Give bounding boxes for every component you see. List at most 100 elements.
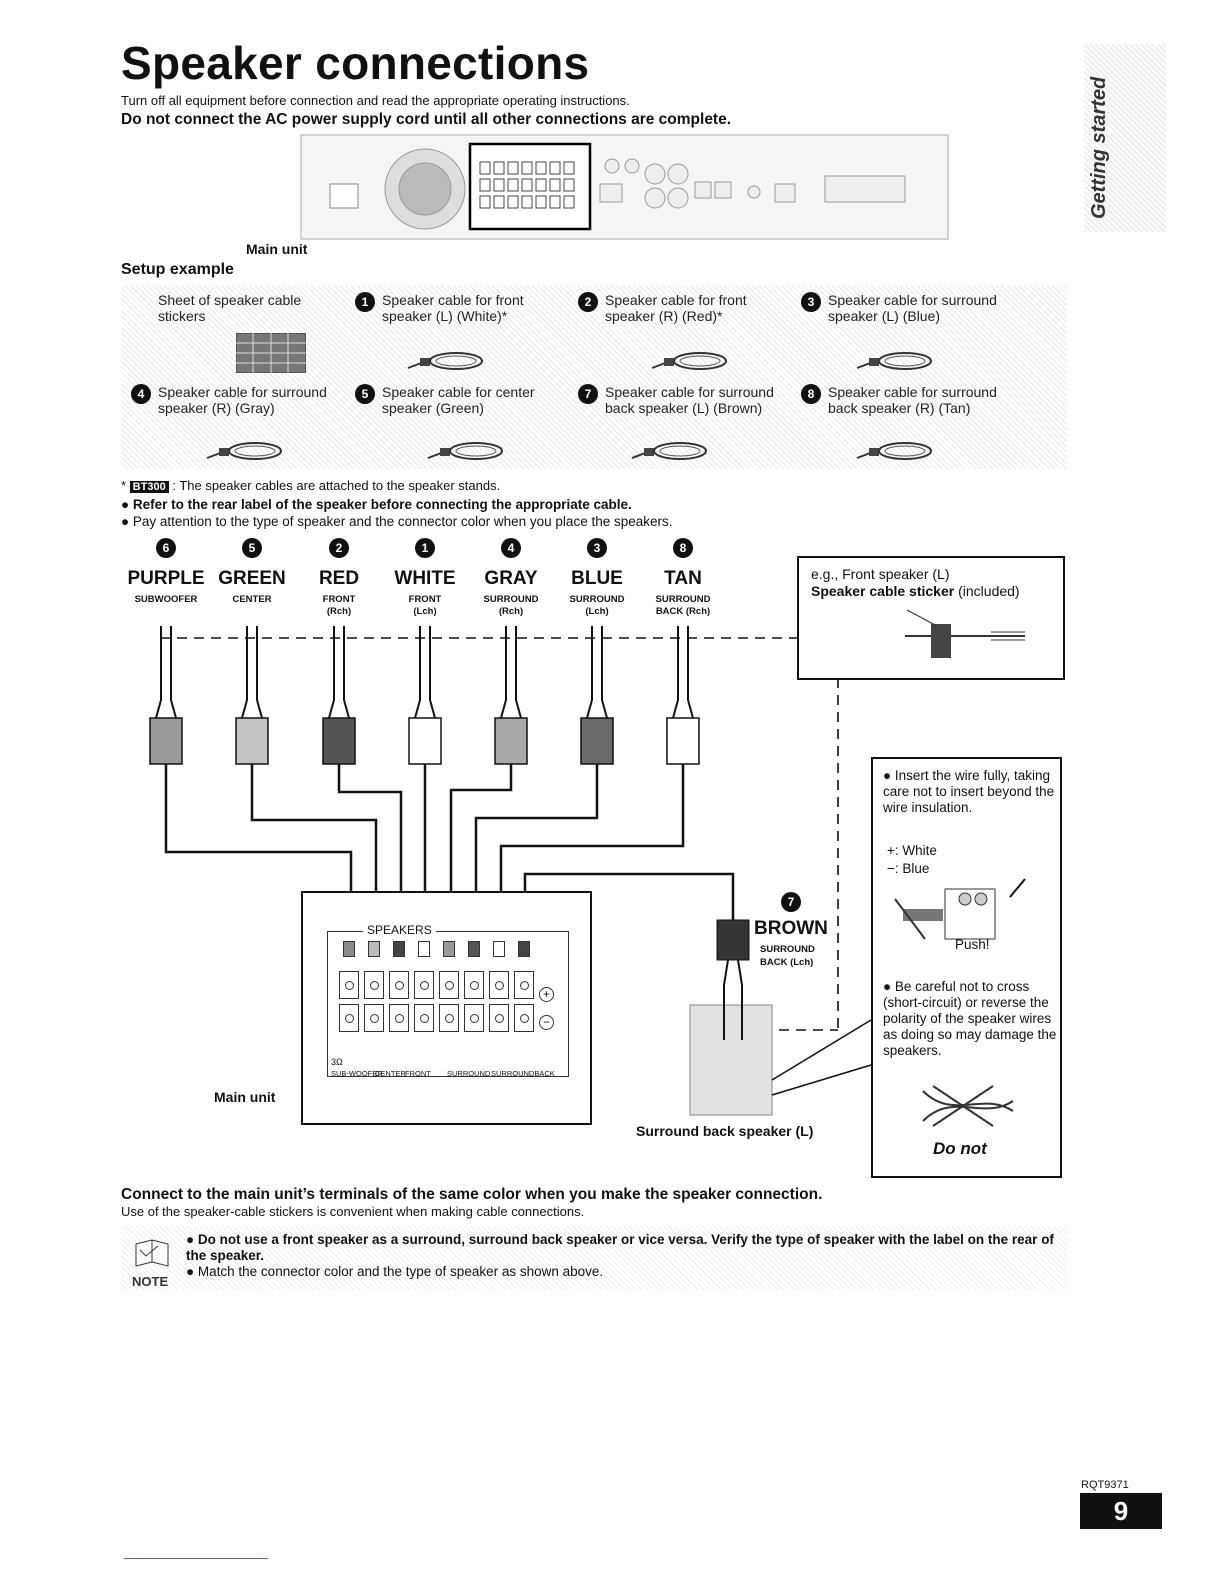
insert-note: ● Insert the wire fully, taking care not… xyxy=(883,768,1055,815)
terminal-screw xyxy=(520,981,529,990)
rear-panel-illustration xyxy=(300,134,949,240)
bullet-refer-text: Refer to the rear label of the speaker b… xyxy=(132,497,632,512)
terminal-insert-icon xyxy=(894,878,1026,940)
footer-rule xyxy=(124,1558,268,1559)
brown-sub1: SURROUND xyxy=(760,944,815,955)
speakers-panel-title: SPEAKERS xyxy=(363,923,436,937)
sticker-label-rest: (included) xyxy=(958,583,1020,599)
connector-plug-2 xyxy=(322,626,356,765)
cable-number-badge: 5 xyxy=(355,384,375,404)
connector-channel-label: (Rch) xyxy=(326,606,352,617)
eg-label: e.g., Front speaker (L) xyxy=(811,566,950,582)
cable-number-badge: 7 xyxy=(578,384,598,404)
speaker-terminal xyxy=(464,1004,484,1032)
plus-white: +: White xyxy=(887,843,937,858)
plus-terminal-mark: + xyxy=(539,987,554,1002)
speaker-terminal xyxy=(389,971,409,999)
cable-number-badge: 4 xyxy=(131,384,151,404)
setup-example-panel xyxy=(121,285,1067,469)
connector-color-label: PURPLE xyxy=(127,568,205,589)
terminal-screw xyxy=(345,981,354,990)
connector-number-5: 5 xyxy=(242,538,262,558)
minus-blue: −: Blue xyxy=(887,861,930,876)
terminal-color-tag xyxy=(468,941,480,957)
connector-number-8: 8 xyxy=(673,538,693,558)
surround-back-speaker-label: Surround back speaker (L) xyxy=(636,1123,814,1139)
connector-number-1: 1 xyxy=(415,538,435,558)
cable-coil-icon xyxy=(651,352,727,370)
surround-back-terminal-label: SURROUNDBACK xyxy=(491,1069,555,1078)
footnote-text: : The speaker cables are attached to the… xyxy=(172,478,501,493)
terminal-screw xyxy=(420,1014,429,1023)
connector-speaker-label: SUBWOOFER xyxy=(134,594,198,605)
connector-speaker-label: SURROUND xyxy=(483,594,539,605)
note-panel xyxy=(121,1226,1067,1290)
speaker-terminal xyxy=(489,1004,509,1032)
connector-number-6: 6 xyxy=(156,538,176,558)
terminal-screw xyxy=(520,1014,529,1023)
note-2: ● Match the connector color and the type… xyxy=(186,1264,604,1279)
center-terminal-label: CENTER xyxy=(375,1069,406,1078)
speakers-panel: SPEAKERS + − 3Ω SUB-WOOFER CENTER FRONT … xyxy=(301,891,592,1125)
speaker-terminal xyxy=(514,1004,534,1032)
ohm-label: 3Ω xyxy=(331,1057,343,1067)
cable-number-badge: 3 xyxy=(801,292,821,312)
terminal-color-tag xyxy=(343,941,355,957)
cable-number-badge: 2 xyxy=(578,292,598,312)
cable-coil-icon xyxy=(407,352,483,370)
speaker-terminal xyxy=(439,1004,459,1032)
cable-description: Speaker cable for surround back speaker … xyxy=(605,384,774,416)
polarity-note: ● Be careful not to cross (short-circuit… xyxy=(883,979,1057,1058)
connector-number-2: 2 xyxy=(329,538,349,558)
sticker-cable-icon xyxy=(905,609,1025,658)
connector-speaker-label: SURROUND xyxy=(655,594,711,605)
cable-coil-icon xyxy=(856,442,932,460)
note-1: ● Do not use a front speaker as a surrou… xyxy=(186,1232,1054,1263)
push-label: Push! xyxy=(955,937,990,952)
intro-text: Turn off all equipment before connection… xyxy=(121,93,630,108)
connector-channel-label: (Lch) xyxy=(585,606,609,617)
speaker-terminal xyxy=(414,1004,434,1032)
surround-terminal-label: SURROUND xyxy=(447,1069,491,1078)
sticker-sheet-icon xyxy=(236,333,306,373)
speaker-terminal xyxy=(514,971,534,999)
cable-description: Speaker cable for front speaker (L) (Whi… xyxy=(382,292,524,324)
sticker-example-box: e.g., Front speaker (L) Speaker cable st… xyxy=(797,556,1065,680)
bt300-badge: BT300 xyxy=(129,481,169,493)
terminal-screw xyxy=(470,981,479,990)
cable-description: Speaker cable for front speaker (R) (Red… xyxy=(605,292,747,324)
terminal-color-tag xyxy=(493,941,505,957)
minus-terminal-mark: − xyxy=(539,1015,554,1030)
cable-description: Speaker cable for center speaker (Green) xyxy=(382,384,535,416)
connector-speaker-label: SURROUND xyxy=(569,594,625,605)
terminal-color-tag xyxy=(443,941,455,957)
sticker-sheet-label: Sheet of speaker cable stickers xyxy=(158,292,302,324)
terminal-screw xyxy=(370,981,379,990)
cable-description: Speaker cable for surround back speaker … xyxy=(828,384,997,416)
front-terminal-label: FRONT xyxy=(405,1069,431,1078)
terminal-screw xyxy=(395,1014,404,1023)
connector-color-label: GRAY xyxy=(484,568,538,589)
connector-color-label: WHITE xyxy=(394,568,456,589)
connector-speaker-label: CENTER xyxy=(232,594,272,605)
terminal-screw xyxy=(420,981,429,990)
speaker-terminal xyxy=(489,971,509,999)
doc-code: RQT9371 xyxy=(1081,1479,1129,1491)
terminal-screw xyxy=(445,981,454,990)
warning-text: Do not connect the AC power supply cord … xyxy=(121,111,732,128)
brown-number: 7 xyxy=(781,892,801,912)
side-tab: Getting started xyxy=(1084,44,1166,232)
connector-plug-4 xyxy=(494,626,528,765)
setup-example-heading: Setup example xyxy=(121,261,234,278)
speaker-terminal xyxy=(339,971,359,999)
connector-plug-1 xyxy=(408,626,442,765)
sticker-label-bold: Speaker cable sticker xyxy=(811,583,955,599)
crossed-wires-icon xyxy=(922,1085,1014,1127)
speaker-terminal xyxy=(364,1004,384,1032)
speaker-terminal xyxy=(464,971,484,999)
speaker-terminal xyxy=(389,1004,409,1032)
do-not-label: Do not xyxy=(933,1139,987,1158)
connector-plug-6 xyxy=(149,626,183,765)
terminal-color-tag xyxy=(368,941,380,957)
